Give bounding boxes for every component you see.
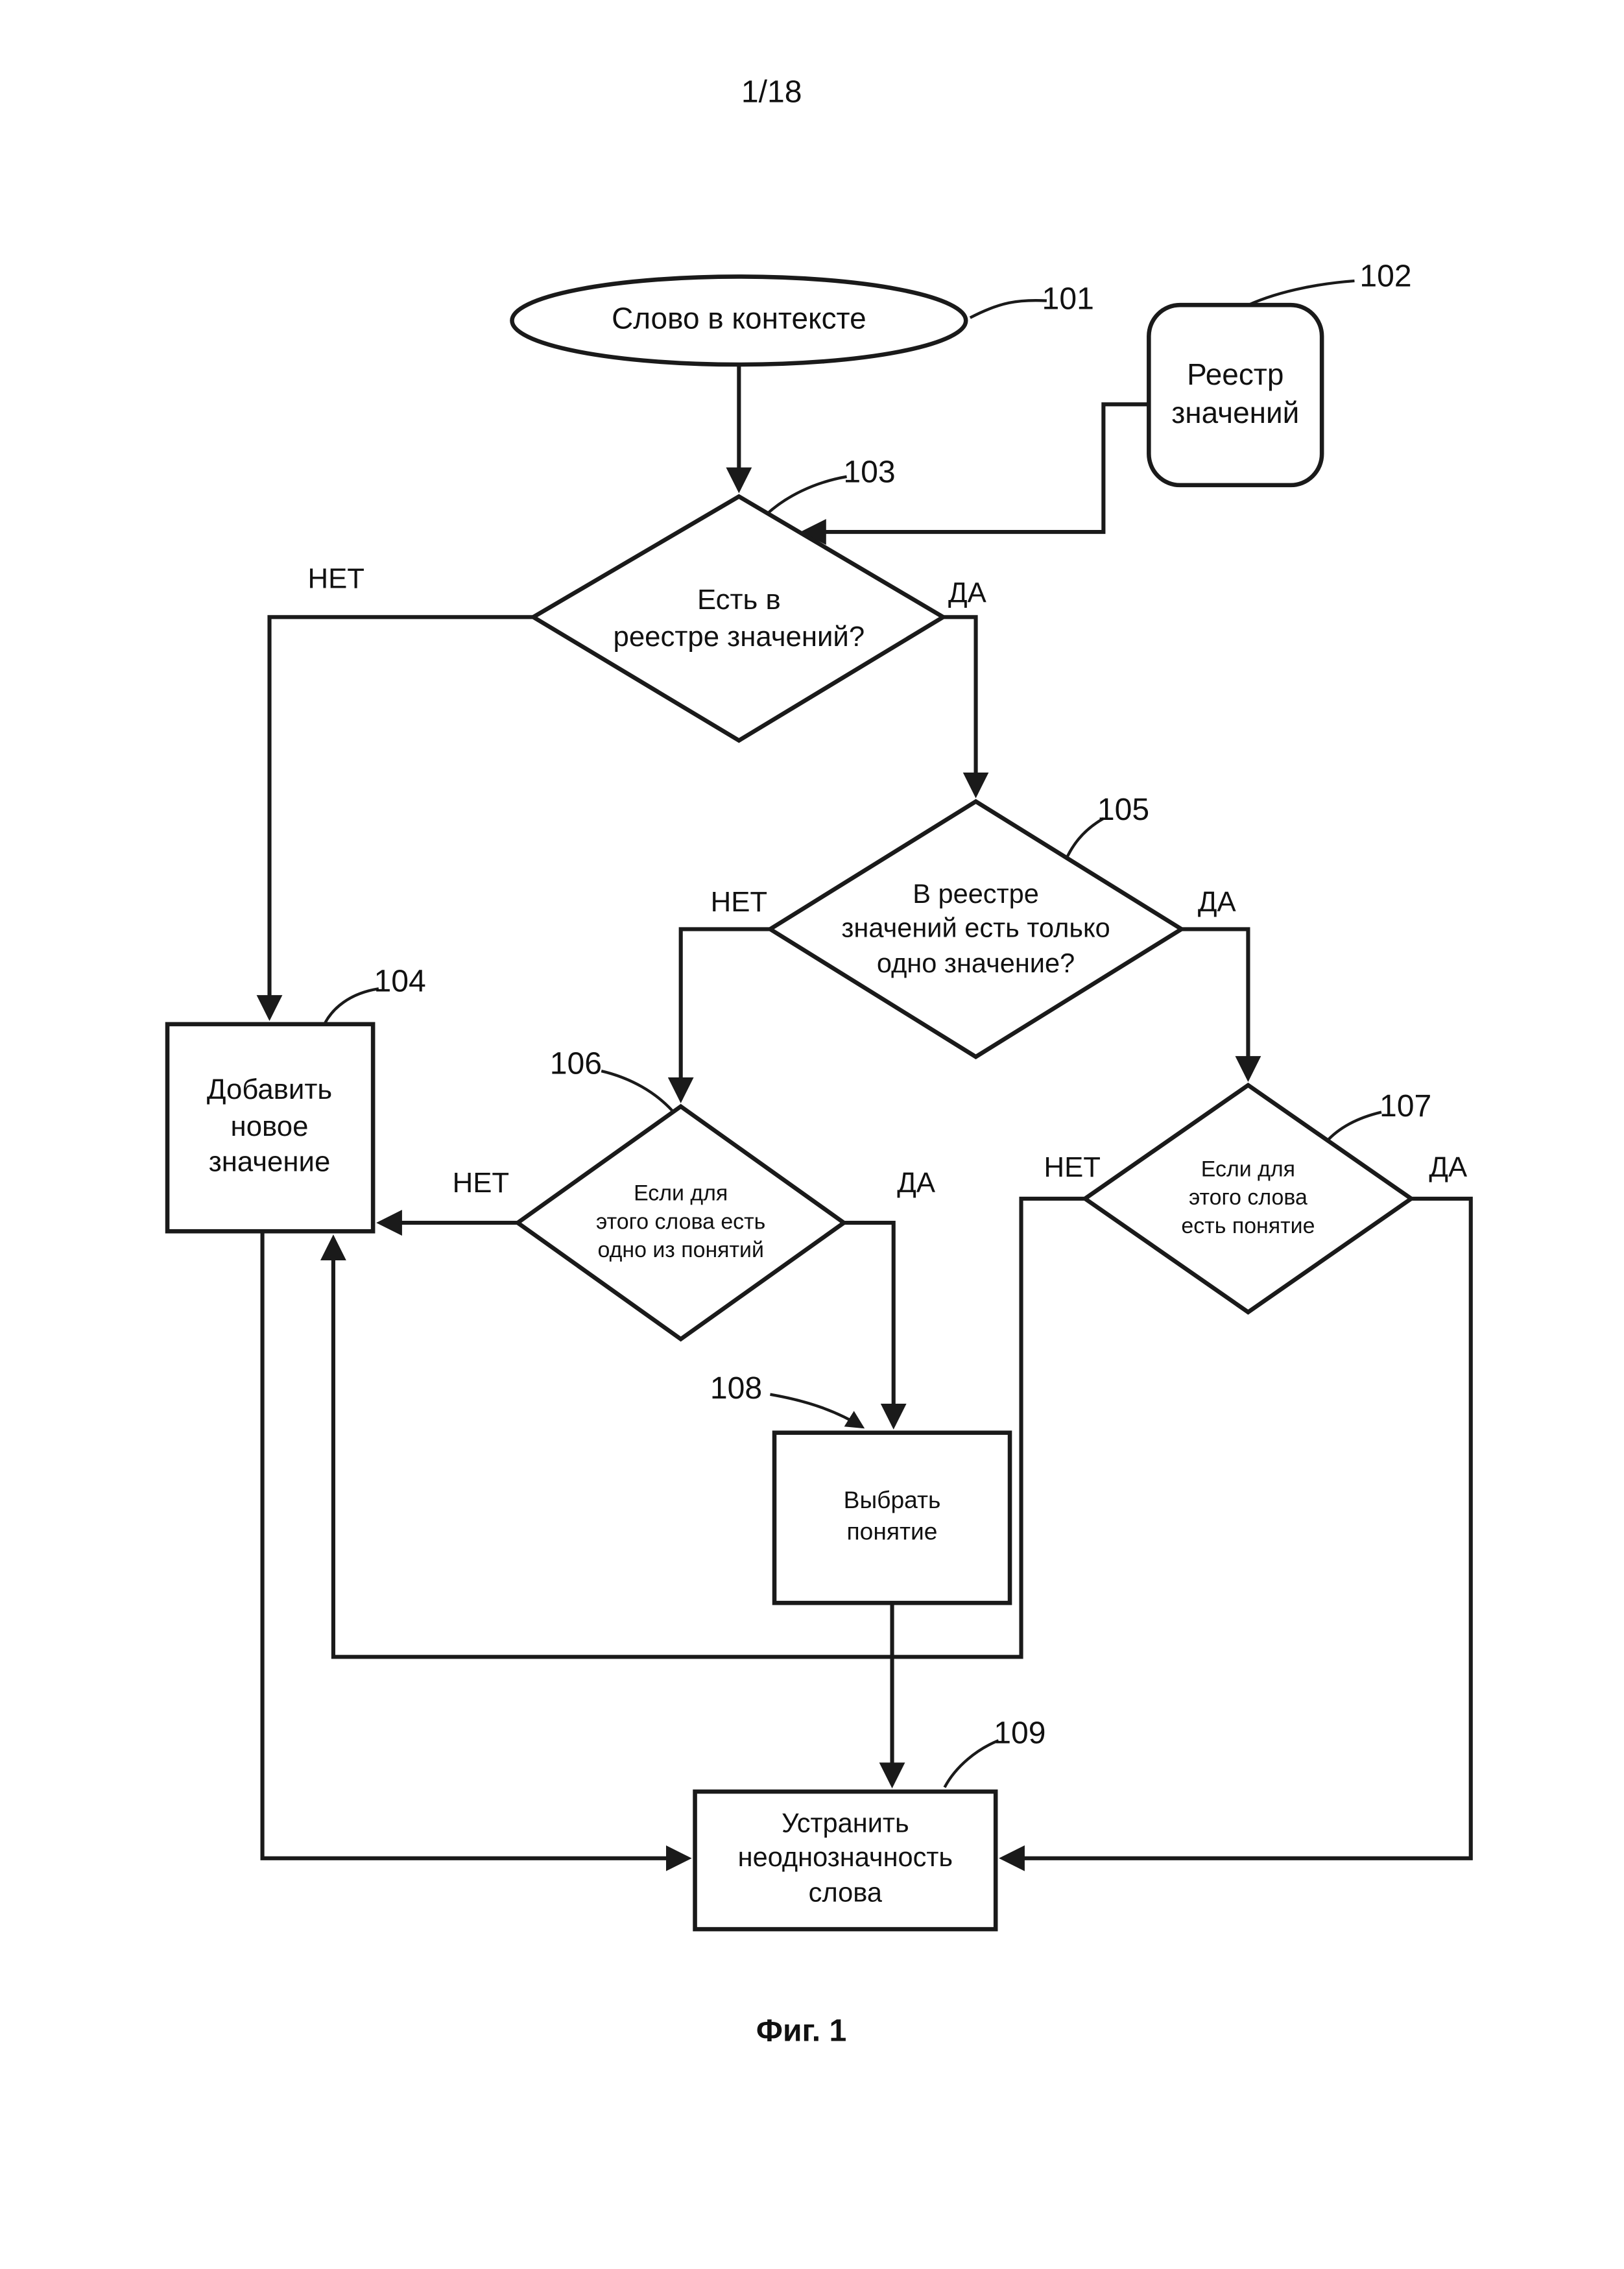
ref-number-102: 102 xyxy=(1359,258,1412,294)
branch-106-yes: ДА xyxy=(897,1168,936,1199)
flow-registry-to-103 xyxy=(800,402,1149,545)
branch-105-no: НЕТ xyxy=(710,887,768,918)
data-registry-label: Реестр значений xyxy=(1171,359,1300,430)
data-registry-of-meanings xyxy=(1147,302,1324,488)
flow-107-no-to-104 xyxy=(320,1196,1085,1659)
branch-103-yes: ДА xyxy=(948,578,986,610)
ref-number-104: 104 xyxy=(374,963,426,999)
flow-105-yes-to-107 xyxy=(1181,927,1261,1082)
terminator-word-in-context-label: Слово в контексте xyxy=(612,303,866,336)
ref-leader-107 xyxy=(1325,1110,1382,1143)
branch-103-no: НЕТ xyxy=(307,564,365,595)
terminator-word-in-context xyxy=(510,274,968,367)
process-select-concept xyxy=(772,1430,1012,1605)
decision-has-concept xyxy=(1081,1082,1415,1315)
decision-has-concept-label: Если для этого слова есть понятие xyxy=(1181,1158,1315,1238)
ref-leader-109 xyxy=(943,1739,999,1788)
ref-leader-103 xyxy=(765,475,847,516)
decision-in-registry xyxy=(529,494,948,743)
decision-only-one-meaning xyxy=(766,798,1186,1060)
decision-one-of-concepts-label: Если для этого слова есть одно из поняти… xyxy=(596,1182,766,1263)
flow-107-yes-to-109 xyxy=(999,1196,1473,1871)
ref-number-109: 109 xyxy=(994,1714,1046,1751)
ref-leader-106 xyxy=(601,1069,674,1112)
ref-number-105: 105 xyxy=(1097,791,1150,827)
ref-number-108: 108 xyxy=(710,1370,763,1406)
flow-103-no-to-104 xyxy=(256,615,534,1021)
process-add-new-meaning xyxy=(165,1022,376,1234)
flow-104-to-109 xyxy=(260,1231,692,1871)
ref-leader-102 xyxy=(1241,279,1355,309)
decision-only-one-meaning-label: В реестре значений есть только одно знач… xyxy=(841,880,1110,979)
process-add-new-meaning-label: Добавить новое значение xyxy=(206,1074,333,1179)
process-select-concept-label: Выбрать понятие xyxy=(843,1487,941,1545)
process-disambiguate-word-label: Устранить неоднозначность слова xyxy=(737,1809,953,1908)
figure-caption: Фиг. 1 xyxy=(756,2012,847,2048)
ref-number-107: 107 xyxy=(1379,1088,1432,1123)
ref-leader-108 xyxy=(770,1393,865,1429)
branch-107-no: НЕТ xyxy=(1044,1152,1101,1184)
process-disambiguate-word xyxy=(693,1789,998,1932)
decision-in-registry-label: Есть в реестре значений? xyxy=(613,584,865,653)
ref-leader-101 xyxy=(969,298,1047,319)
ref-number-106: 106 xyxy=(549,1045,603,1081)
flow-106-yes-to-108 xyxy=(844,1221,907,1430)
ref-number-101: 101 xyxy=(1042,280,1094,317)
decision-one-of-concepts xyxy=(514,1103,848,1342)
branch-106-no: НЕТ xyxy=(452,1168,510,1199)
branch-107-yes: ДА xyxy=(1429,1152,1468,1184)
branch-105-yes: ДА xyxy=(1197,887,1236,918)
flow-105-no-to-106 xyxy=(667,927,770,1103)
ref-number-103: 103 xyxy=(843,453,896,490)
flow-103-yes-to-105 xyxy=(943,615,989,798)
page-number: 1/18 xyxy=(741,73,802,110)
